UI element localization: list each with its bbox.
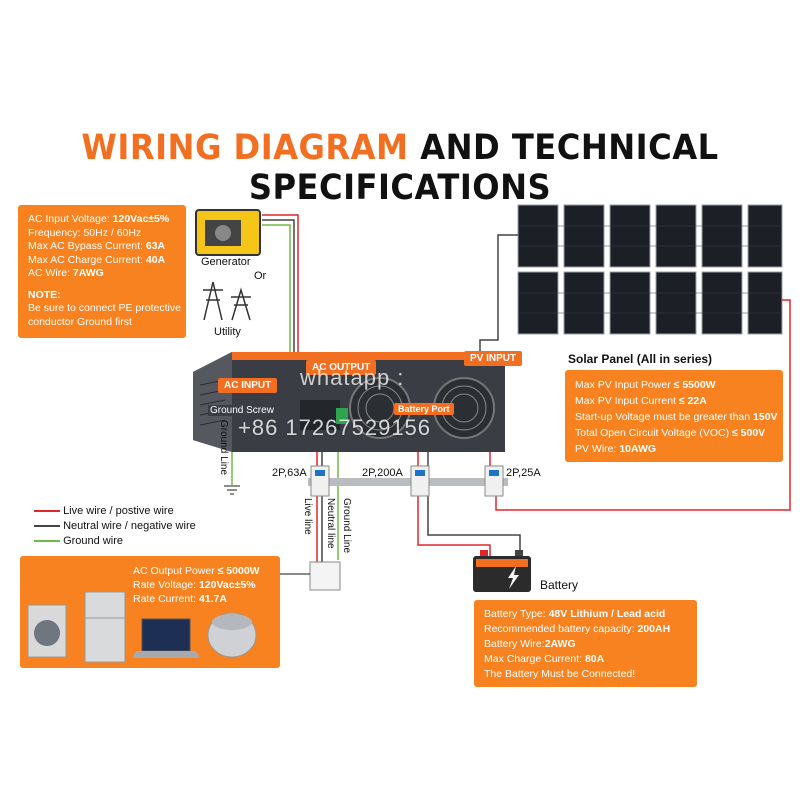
pv-input-tag: PV INPUT — [464, 351, 523, 366]
washing-machine-icon — [27, 604, 67, 658]
breaker-25a-label: 2P,25A — [506, 467, 541, 479]
battery-spec-box: Battery Type: 48V Lithium / Lead acid Re… — [474, 600, 697, 687]
watermark-line-1: whatapp : — [300, 365, 405, 390]
din-rail — [308, 478, 508, 486]
breaker-200a-label: 2P,200A — [362, 467, 403, 479]
legend-ground: Ground wire — [34, 535, 196, 550]
rice-cooker-icon — [207, 612, 257, 658]
battery-icon — [473, 550, 531, 592]
generator-label: Generator — [201, 256, 251, 268]
page-title: WIRING DIAGRAM AND TECHNICAL SPECIFICATI… — [32, 128, 768, 208]
refrigerator-icon — [84, 591, 126, 663]
solar-panel-title: Solar Panel (All in series) — [568, 352, 713, 366]
legend-neutral: Neutral wire / negative wire — [34, 520, 196, 535]
ground-line-label-2: Ground Line — [341, 498, 352, 554]
or-label: Or — [254, 270, 267, 282]
breaker-63a-label: 2P,63A — [272, 467, 307, 479]
live-line-label: Live line — [302, 498, 313, 535]
battery-port-tag: Battery Port — [394, 403, 454, 415]
ground-line-label: Ground Line — [218, 420, 229, 476]
battery-label: Battery — [540, 578, 579, 592]
ac-output-tag: AC OUTPUT — [306, 360, 377, 375]
title-part-2: AND TECHNICAL SPECIFICATIONS — [248, 128, 719, 208]
ground-screw-label: Ground Screw — [208, 405, 276, 416]
laptop-icon — [132, 618, 200, 658]
wire-legend: Live wire / postive wire Neutral wire / … — [34, 505, 196, 550]
utility-label: Utility — [214, 326, 241, 338]
ac-input-tag: AC INPUT — [218, 378, 278, 393]
ac-output-spec-text: AC Output Power ≤ 5000W Rate Voltage: 12… — [133, 565, 260, 605]
solar-spec-box: Max PV Input Power ≤ 5500W Max PV Input … — [565, 370, 783, 462]
ac-input-spec-box: AC Input Voltage: 120Vac±5% Frequency: 5… — [18, 205, 186, 338]
socket-icon — [309, 561, 341, 591]
title-part-1: WIRING DIAGRAM — [81, 128, 409, 168]
legend-live: Live wire / postive wire — [34, 505, 196, 520]
inverter-unit — [193, 352, 505, 452]
watermark-line-2: +86 17267529156 — [238, 415, 432, 440]
utility-tower-icon — [203, 281, 251, 321]
note-title: NOTE: — [28, 288, 61, 301]
solar-panel-array — [517, 204, 783, 335]
neutral-line-label: Neutral line — [325, 498, 336, 549]
generator-icon — [195, 209, 261, 256]
